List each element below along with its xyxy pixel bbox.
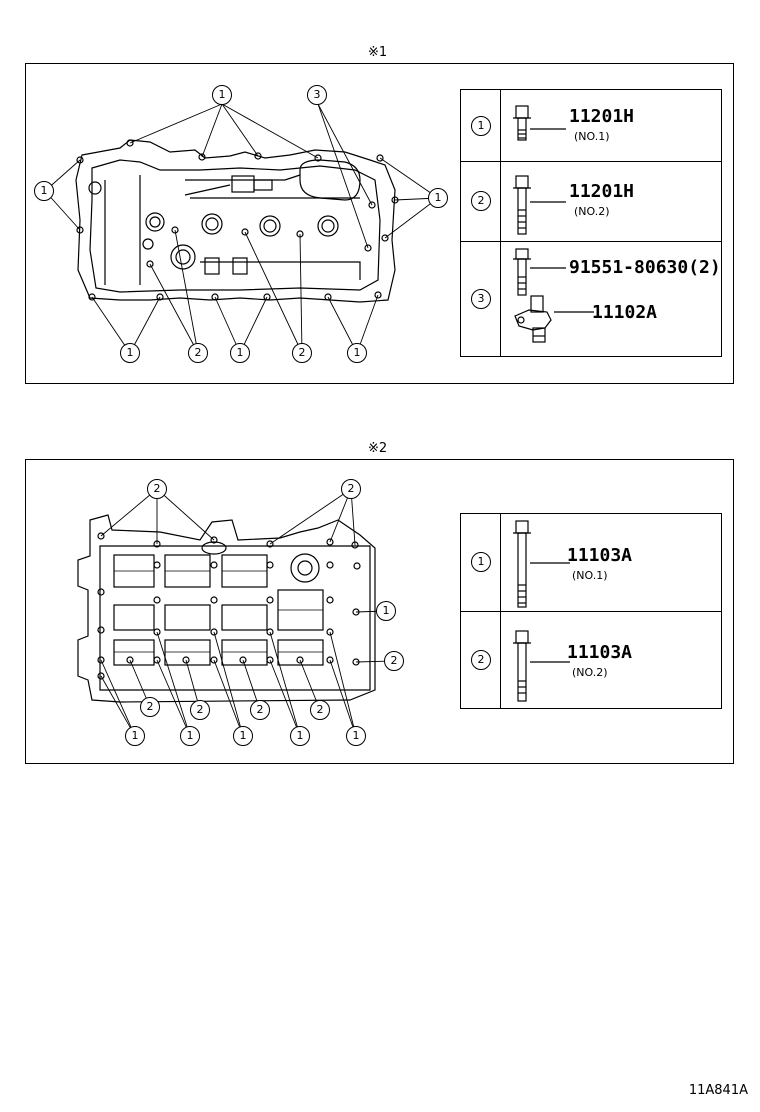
callout-circle-icon: 1	[233, 726, 253, 746]
section1-legend-table: 1 11201H (NO.1) 2 11201H (NO.2) 3	[460, 89, 722, 357]
part-note: (NO.1)	[572, 569, 608, 582]
bolt-icon	[513, 520, 531, 608]
callout-circle-icon: 1	[230, 343, 250, 363]
cylinder-head-diagram	[77, 488, 395, 737]
callout-circle-icon: 1	[471, 552, 491, 572]
callout-circle-icon: 2	[140, 697, 160, 717]
callout-circle-icon: 1	[376, 601, 396, 621]
part-number: 11102A	[592, 302, 658, 323]
callout-circle-icon: 1	[180, 726, 200, 746]
part-number: 11201H	[569, 106, 635, 127]
callout-circle-icon: 1	[125, 726, 145, 746]
bolt-icon	[513, 175, 531, 235]
section1-mark: ※1	[368, 45, 388, 60]
bolt-icon	[513, 105, 531, 141]
callout-circle-icon: 1	[34, 181, 54, 201]
callout-circle-icon: 1	[120, 343, 140, 363]
callout-circle-icon: 2	[190, 700, 210, 720]
callout-circle-icon: 1	[346, 726, 366, 746]
callout-circle-icon: 1	[347, 343, 367, 363]
callout-circle-icon: 3	[471, 289, 491, 309]
callout-circle-icon: 2	[188, 343, 208, 363]
section2-mark: ※2	[368, 441, 388, 456]
legend-row: 1 11103A (NO.1)	[461, 514, 721, 611]
callout-circle-icon: 2	[250, 700, 270, 720]
callout-circle-icon: 2	[471, 191, 491, 211]
callout-circle-icon: 3	[307, 85, 327, 105]
section1-panel	[25, 63, 734, 384]
illustration-code: 11A841A	[688, 1083, 748, 1098]
part-number: 91551-80630(2)	[569, 257, 721, 278]
callout-circle-icon: 1	[290, 726, 310, 746]
callout-circle-icon: 1	[471, 116, 491, 136]
part-note: (NO.2)	[574, 205, 610, 218]
part-number: 11103A	[567, 545, 633, 566]
callout-circle-icon: 2	[471, 650, 491, 670]
legend-row: 3 91551-80630(2) 11102A	[461, 241, 721, 359]
section2-panel	[25, 459, 734, 764]
part-number: 11201H	[569, 181, 635, 202]
legend-row: 1 11201H (NO.1)	[461, 90, 721, 161]
callout-circle-icon: 2	[384, 651, 404, 671]
bolt-icon	[513, 630, 531, 702]
section2-legend-table: 1 11103A (NO.1) 2 11103A (NO.2)	[460, 513, 722, 709]
legend-row: 2 11201H (NO.2)	[461, 161, 721, 242]
callout-circle-icon: 1	[212, 85, 232, 105]
callout-circle-icon: 2	[310, 700, 330, 720]
cylinder-head-cover-diagram	[44, 103, 439, 354]
part-number: 11103A	[567, 642, 633, 663]
legend-row: 2 11103A (NO.2)	[461, 611, 721, 711]
callout-circle-icon: 2	[147, 479, 167, 499]
part-note: (NO.2)	[572, 666, 608, 679]
callout-circle-icon: 2	[292, 343, 312, 363]
callout-circle-icon: 2	[341, 479, 361, 499]
part-note: (NO.1)	[574, 130, 610, 143]
callout-circle-icon: 1	[428, 188, 448, 208]
bolt-icon	[513, 248, 531, 296]
sensor-icon	[514, 295, 552, 343]
